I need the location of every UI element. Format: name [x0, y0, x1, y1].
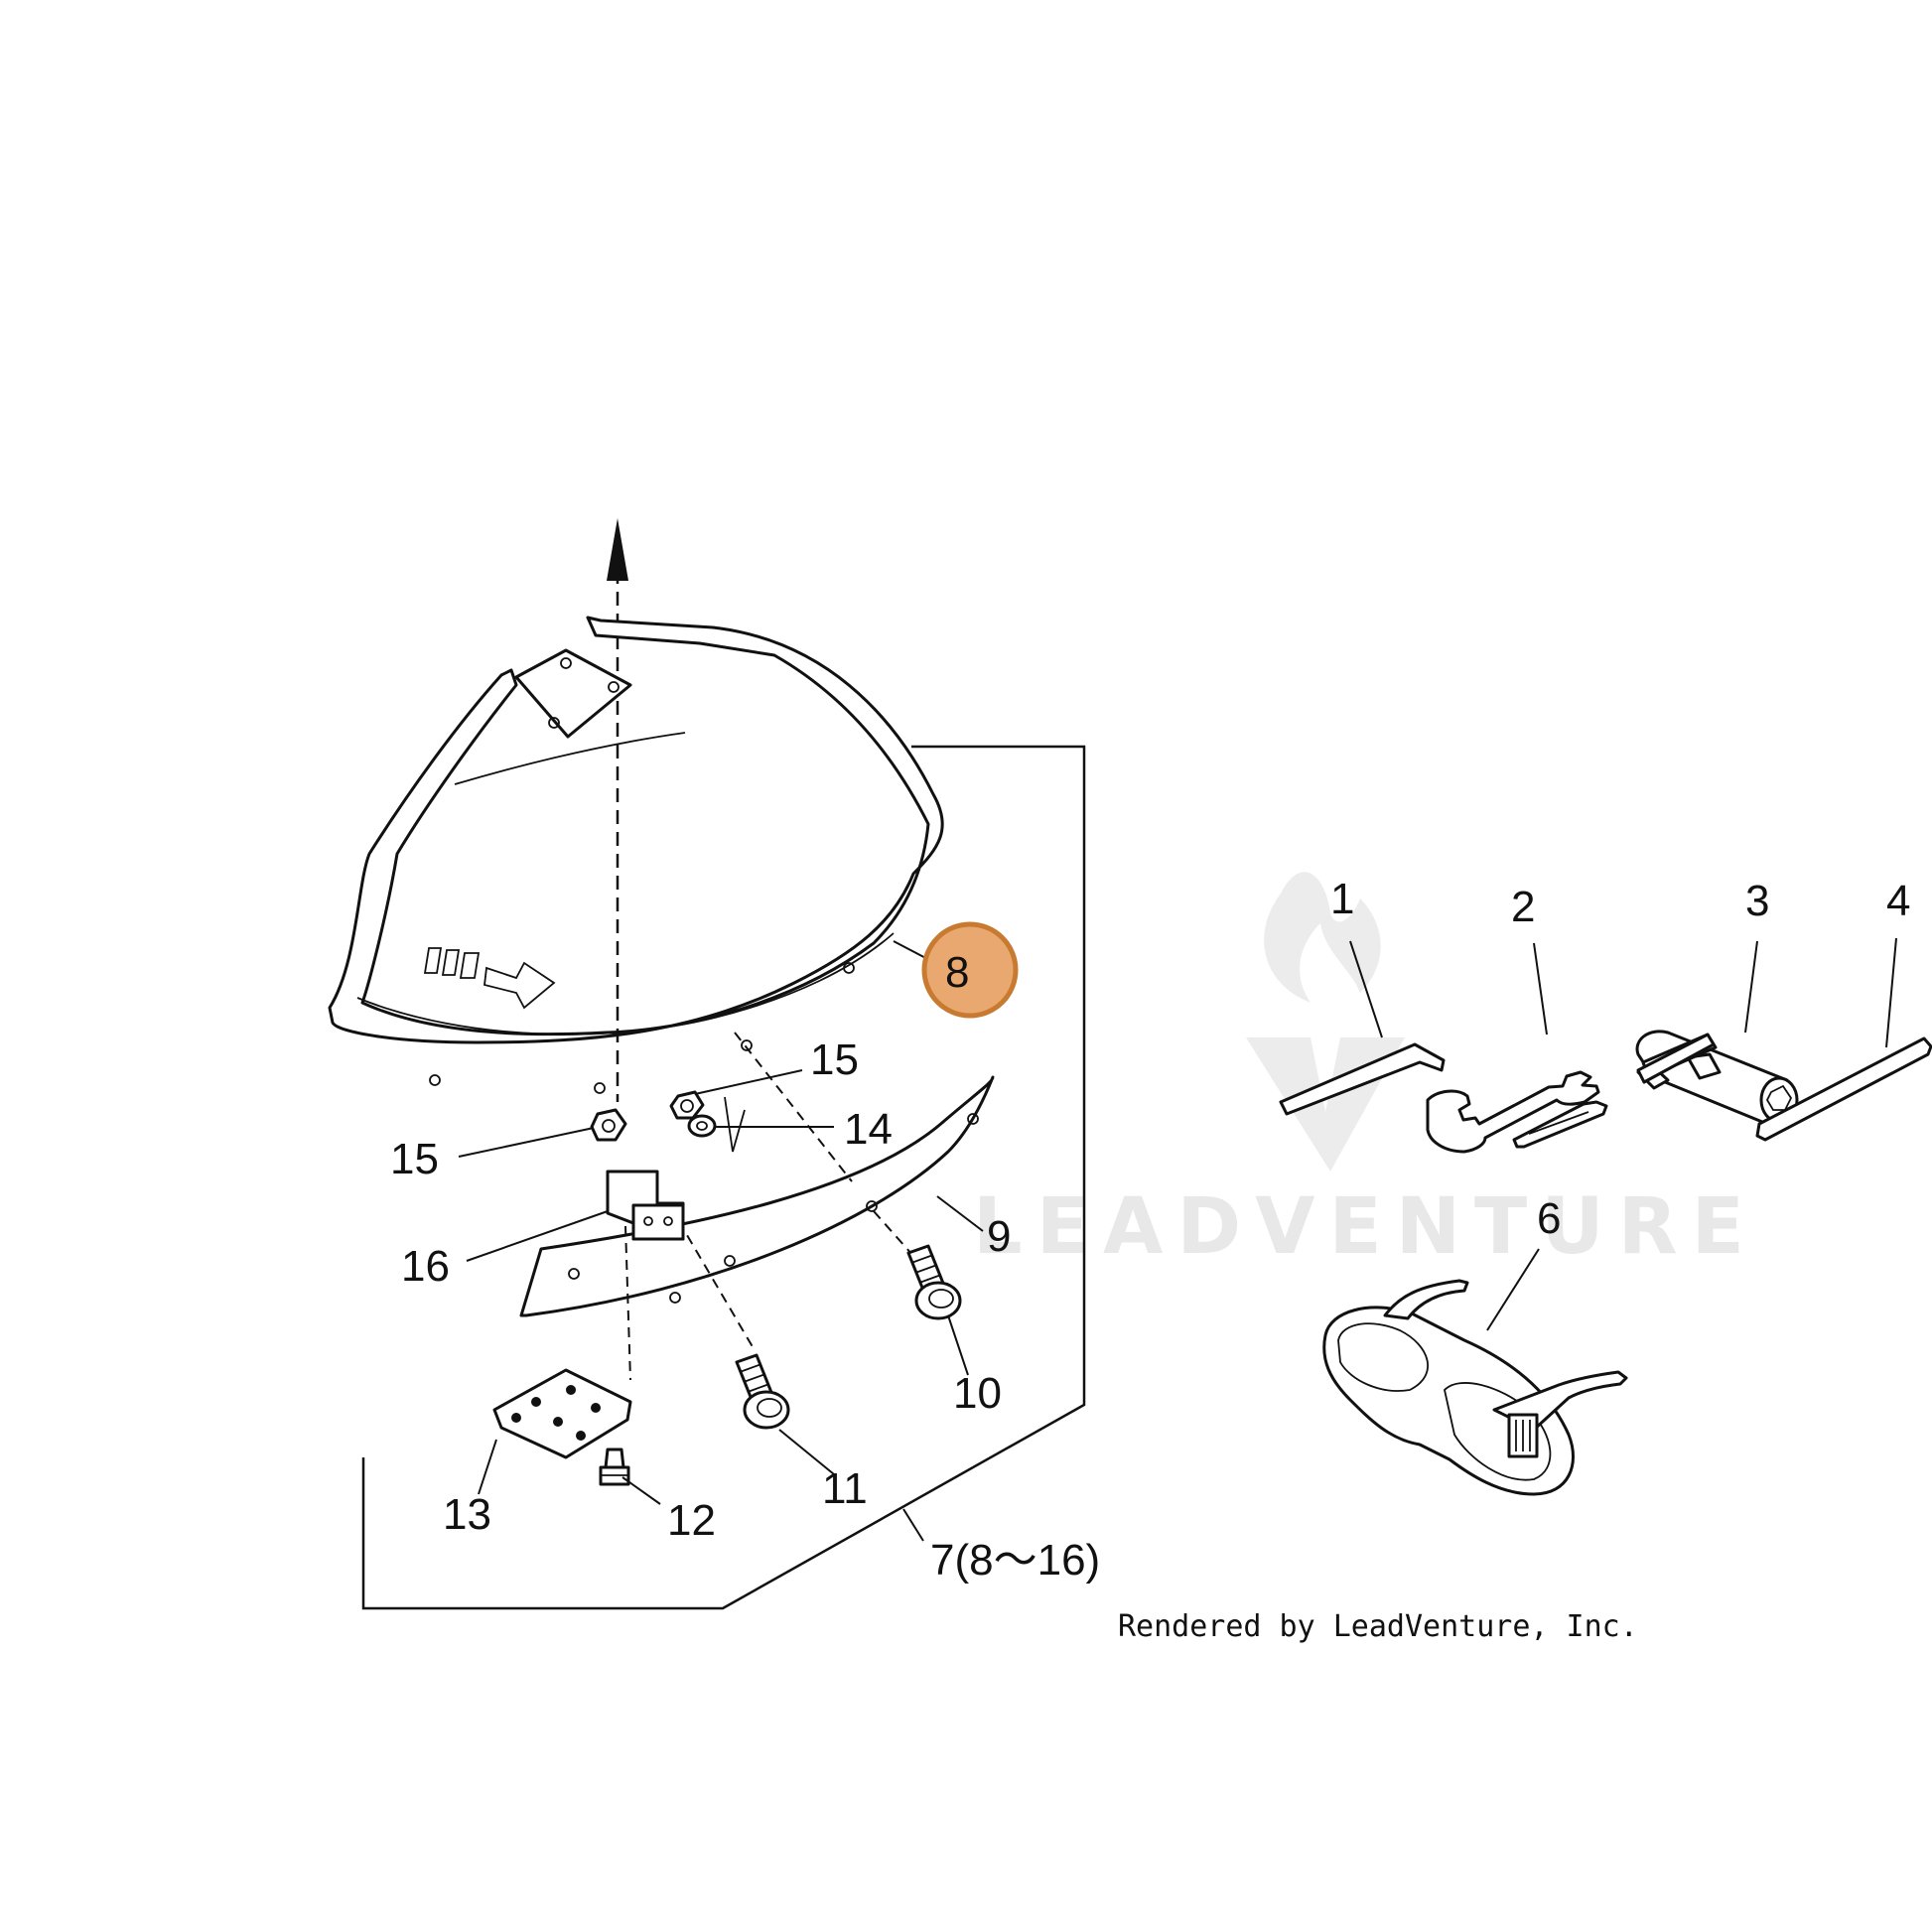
- callout-13[interactable]: 13: [443, 1490, 491, 1539]
- bracket-16: [606, 1170, 685, 1241]
- callout-15-right[interactable]: 15: [810, 1035, 859, 1084]
- guard-shield: [328, 616, 944, 1094]
- bracket-line: [724, 1096, 746, 1153]
- wrench-2: [1426, 1070, 1600, 1154]
- leader-lines: [458, 940, 984, 1542]
- callout-9[interactable]: 9: [987, 1212, 1011, 1261]
- socket-wrench-3: [1635, 1030, 1799, 1128]
- callout-6[interactable]: 6: [1537, 1194, 1561, 1243]
- highlight-marker[interactable]: [921, 921, 1019, 1019]
- watermark-text: LEADVENTURE: [973, 1182, 1758, 1272]
- callout-16[interactable]: 16: [401, 1242, 450, 1291]
- callout-8[interactable]: 8: [945, 948, 969, 997]
- accessory-leaders: [1349, 937, 1897, 1331]
- callout-12[interactable]: 12: [667, 1496, 716, 1545]
- assembly-bracket: [361, 745, 1086, 1610]
- hex-key-1: [1279, 1042, 1446, 1116]
- blade-strip: [519, 1075, 995, 1317]
- plate-13: [492, 1368, 632, 1459]
- watermark-logo-icon: [1246, 872, 1405, 1172]
- callouts: 1 2 3 4 6 7(8〜16) 8 9 10 11 12 13 14 15 …: [390, 875, 1910, 1585]
- credit-text: Rendered by LeadVenture, Inc.: [1118, 1609, 1638, 1644]
- callout-14[interactable]: 14: [844, 1105, 893, 1154]
- callout-3[interactable]: 3: [1745, 877, 1769, 925]
- callout-11[interactable]: 11: [822, 1464, 868, 1513]
- callout-1[interactable]: 1: [1330, 875, 1354, 923]
- washer-14: [687, 1114, 717, 1138]
- callout-4[interactable]: 4: [1886, 877, 1910, 925]
- bolt-11: [735, 1353, 790, 1430]
- callout-2[interactable]: 2: [1511, 883, 1535, 931]
- screw-12: [599, 1448, 630, 1486]
- rod-4: [1755, 1036, 1932, 1142]
- goggles-6: [1322, 1279, 1628, 1496]
- bolt-10: [906, 1244, 962, 1320]
- nut-15-right: [669, 1090, 705, 1120]
- assembly-lines: [624, 1032, 914, 1381]
- callout-10[interactable]: 10: [953, 1369, 1002, 1418]
- callout-7[interactable]: 7(8〜16): [930, 1536, 1100, 1585]
- tommy-bar-3: [1636, 1033, 1716, 1084]
- center-axis: [607, 518, 628, 1102]
- callout-15-left[interactable]: 15: [390, 1135, 439, 1183]
- screwdriver-2: [1512, 1100, 1608, 1149]
- watermark: LEADVENTURE: [973, 872, 1758, 1272]
- nut-15-left: [590, 1108, 627, 1142]
